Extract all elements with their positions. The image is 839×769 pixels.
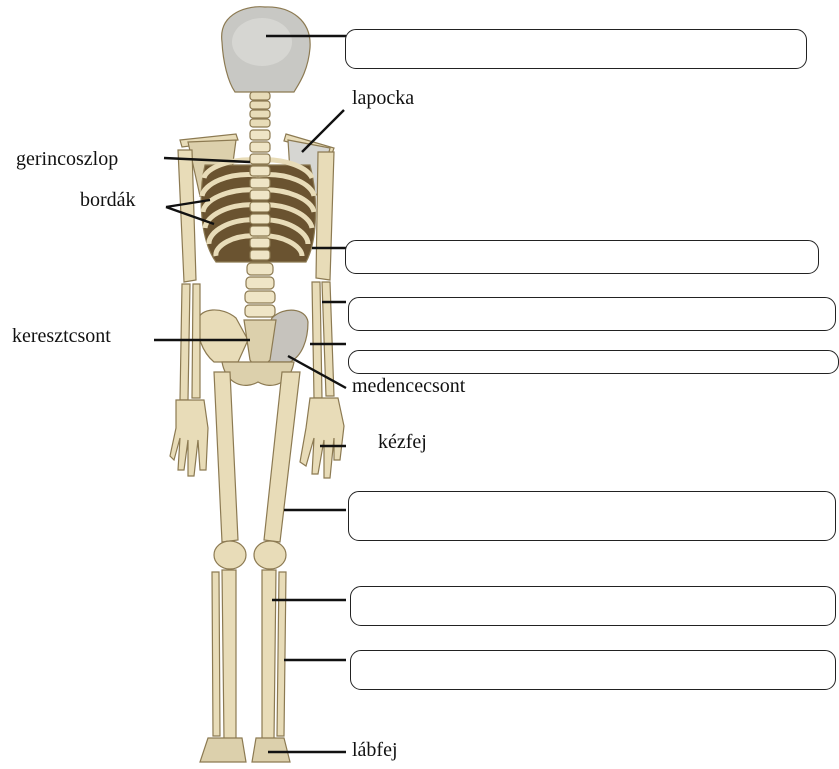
left-femur bbox=[214, 372, 238, 542]
answer-input-fibula[interactable] bbox=[351, 651, 835, 689]
cervical-vertebra bbox=[250, 92, 270, 100]
left-radius bbox=[180, 284, 190, 400]
left-fibula bbox=[212, 572, 220, 736]
right-radius bbox=[312, 282, 322, 398]
right-hand bbox=[300, 398, 344, 478]
right-humerus bbox=[316, 152, 334, 280]
right-fibula bbox=[277, 572, 286, 736]
answer-input-skull[interactable] bbox=[346, 30, 806, 68]
answer-box-tibia[interactable] bbox=[350, 586, 836, 626]
label-hand: kézfej bbox=[378, 432, 427, 452]
answer-box-fibula[interactable] bbox=[350, 650, 836, 690]
left-tibia bbox=[222, 570, 236, 740]
answer-input-humerus[interactable] bbox=[346, 241, 818, 273]
answer-box-skull[interactable] bbox=[345, 29, 807, 69]
label-ribs: bordák bbox=[80, 190, 136, 210]
right-femur bbox=[264, 372, 300, 542]
right-tibia bbox=[262, 570, 276, 740]
cervical-vertebra bbox=[250, 119, 270, 127]
left-knee bbox=[214, 541, 246, 569]
label-foot: lábfej bbox=[352, 740, 398, 760]
answer-box-radius[interactable] bbox=[348, 297, 836, 331]
cervical-vertebra bbox=[250, 101, 270, 109]
left-foot bbox=[200, 738, 246, 762]
answer-input-radius[interactable] bbox=[349, 298, 835, 330]
cervical-vertebra bbox=[250, 110, 270, 118]
answer-box-ulna[interactable] bbox=[348, 350, 839, 374]
answer-box-femur[interactable] bbox=[348, 491, 836, 541]
label-scapula: lapocka bbox=[352, 88, 414, 108]
label-spine: gerincoszlop bbox=[16, 149, 118, 169]
label-pelvis: medencecsont bbox=[352, 376, 465, 396]
right-knee bbox=[254, 541, 286, 569]
answer-box-humerus[interactable] bbox=[345, 240, 819, 274]
skull-occipital-shade bbox=[232, 18, 292, 66]
left-ilium bbox=[198, 310, 248, 362]
answer-input-tibia[interactable] bbox=[351, 587, 835, 625]
label-sacrum: keresztcsont bbox=[12, 326, 111, 346]
answer-input-femur[interactable] bbox=[349, 492, 835, 540]
left-hand bbox=[170, 400, 208, 476]
right-foot bbox=[252, 738, 290, 762]
answer-input-ulna[interactable] bbox=[349, 351, 838, 373]
